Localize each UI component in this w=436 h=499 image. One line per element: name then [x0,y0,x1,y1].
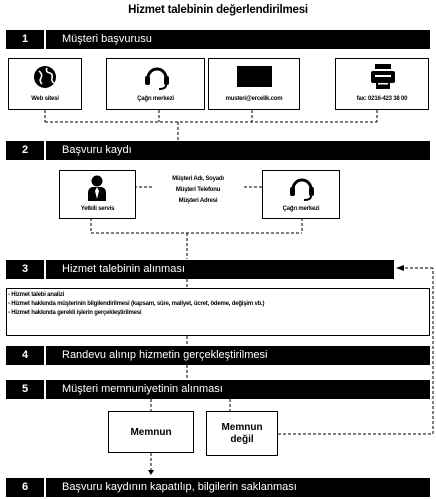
step-number: 2 [6,141,46,160]
step-label: Başvuru kaydı [62,144,132,156]
customer-address-line: Müşteri Adresi [178,198,218,204]
channel-call-center: Çağrı merkezi [106,58,205,110]
headset-icon [145,67,169,90]
step-6-bar: 6 Başvuru kaydının kapatılıp, bilgilerin… [6,478,430,497]
outcome-satisfied: Memnun [108,411,194,453]
fax-icon [371,64,395,89]
step-5-bar: 5 Müşteri memnuniyetinin alınması [6,380,430,399]
step-4-bar: 4 Randevu alınıp hizmetin gerçekleştiril… [6,346,430,365]
page-title: Hizmet talebinin değerlendirilmesi [128,4,308,16]
step-number: 1 [6,30,46,49]
step-number: 5 [6,380,46,399]
note-item: - Hizmet hakkında gerekli işlerin gerçek… [8,310,142,316]
step-3-bar: 3 Hizmet talebinin alınması [6,260,394,279]
registration-label: Çağrı merkezi [282,206,320,212]
outcome-not-satisfied: Memnun değil [206,411,278,456]
customer-phone-line: Müşteri Telefonu [175,187,221,193]
channel-label: fax: 0216-423 38 00 [356,96,408,102]
step-1-bar: 1 Müşteri başvurusu [6,30,430,49]
note-item: - Hizmet hakkında müşterinin bilgilendir… [8,301,265,307]
channel-label: musteri@ercelik.com [225,96,283,102]
step-label: Hizmet talebinin alınması [62,263,185,275]
registration-customer-info: Müşteri Adı, Soyadı Müşteri Telefonu Müş… [152,172,244,213]
service-notes: - Hizmet talebi analizi - Hizmet hakkınd… [8,291,430,318]
step-2-bar: 2 Başvuru kaydı [6,141,430,160]
outcome-not-satisfied-line2: değil [230,433,254,445]
step-number: 6 [6,478,46,497]
step-label: Randevu alınıp hizmetin gerçekleştirilme… [62,349,268,361]
channel-label: Çağrı merkezi [137,96,174,102]
outcome-not-satisfied-line1: Memnun [221,421,263,433]
registration-authorized-service: Yetkili servis [59,170,136,219]
person-icon [88,175,106,201]
step-number: 3 [6,260,46,279]
registration-label: Yetkili servis [80,206,115,212]
service-notes-box [6,288,430,336]
channel-fax: fax: 0216-423 38 00 [335,58,429,110]
channel-web: Web sitesi [8,58,82,110]
channel-email: musteri@ercelik.com [208,58,300,110]
headset-icon [290,178,314,201]
email-icon [237,66,272,87]
step-number: 4 [6,346,46,365]
step-label: Müşteri memnuniyetinin alınması [62,383,223,395]
step-label: Müşteri başvurusu [62,33,152,45]
registration-call-center: Çağrı merkezi [262,170,340,219]
channel-label: Web sitesi [31,96,59,102]
customer-name-line: Müşteri Adı, Soyadı [172,176,224,182]
globe-icon [34,66,56,88]
outcome-satisfied-label: Memnun [130,426,172,438]
step-label: Başvuru kaydının kapatılıp, bilgilerin s… [62,481,297,493]
note-item: - Hizmet talebi analizi [8,292,65,298]
